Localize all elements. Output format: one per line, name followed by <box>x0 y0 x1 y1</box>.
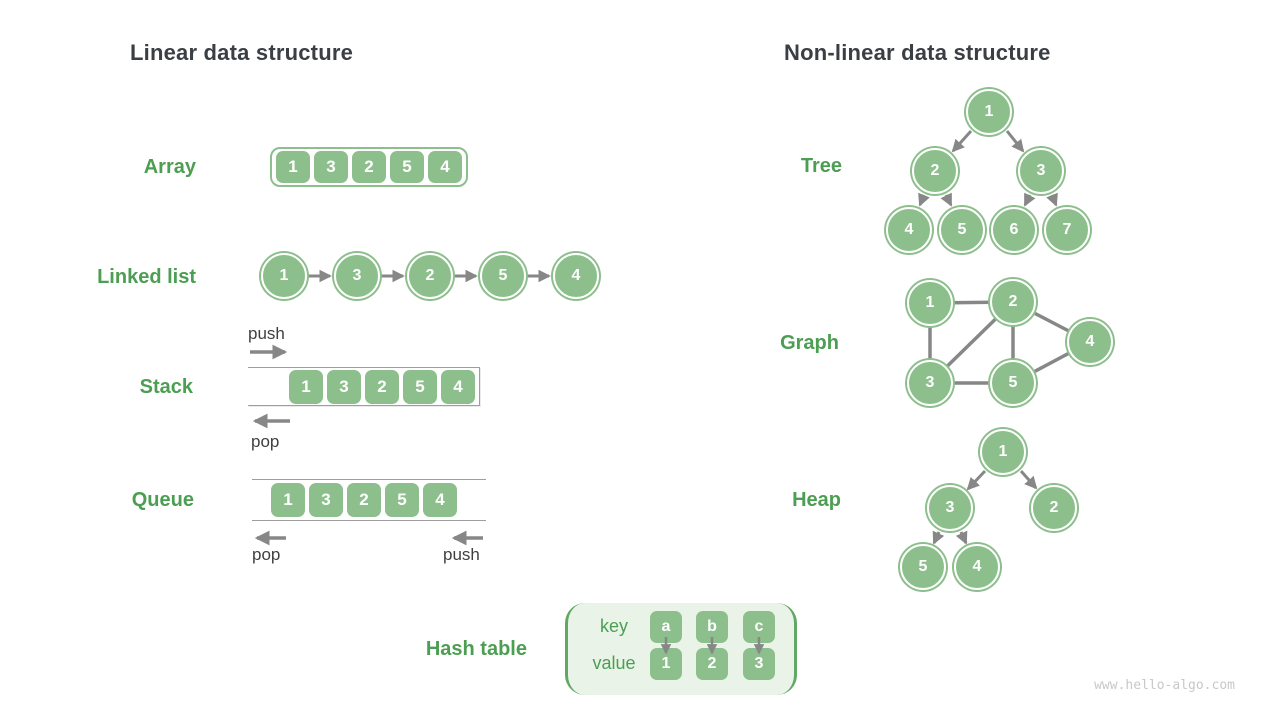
hash-key-cell: b <box>696 611 728 643</box>
queue-pop-label: pop <box>252 545 281 564</box>
array-cell: 2 <box>352 151 386 183</box>
stack-cell: 4 <box>441 369 475 404</box>
queue-cell: 2 <box>347 483 381 517</box>
queue-cell: 1 <box>271 483 305 517</box>
stack-op-arrows <box>250 344 290 429</box>
hash-key-cell: c <box>743 611 775 643</box>
heap-node: 3 <box>927 485 973 531</box>
watermark: www.hello-algo.com <box>1094 678 1235 693</box>
linked-list-node: 3 <box>334 253 380 299</box>
array-cell: 5 <box>390 151 424 183</box>
stack-container: 1 3 2 5 4 <box>248 367 480 406</box>
array-cell: 3 <box>314 151 348 183</box>
tree-node: 3 <box>1018 148 1064 194</box>
graph-label: Graph <box>780 332 839 354</box>
queue-cell: 3 <box>309 483 343 517</box>
hash-value-cell: 2 <box>696 648 728 680</box>
array-cell: 4 <box>428 151 462 183</box>
heap-node: 5 <box>900 544 946 590</box>
linked-list-label: Linked list <box>97 266 196 288</box>
stack-cell: 2 <box>365 369 399 404</box>
heap-edges <box>932 469 1038 545</box>
queue-container: 1 3 2 5 4 <box>252 479 486 521</box>
tree-node: 6 <box>991 207 1037 253</box>
tree-node: 5 <box>939 207 985 253</box>
graph-node: 1 <box>907 280 953 326</box>
tree-node: 4 <box>886 207 932 253</box>
array-label: Array <box>143 156 196 178</box>
nonlinear-title: Non-linear data structure <box>784 40 1051 65</box>
stack-cell: 1 <box>289 369 323 404</box>
tree-node: 2 <box>912 148 958 194</box>
queue-label: Queue <box>131 489 194 511</box>
stack-push-label: push <box>248 324 285 343</box>
linked-list-node: 5 <box>480 253 526 299</box>
stack-pop-label: pop <box>251 432 280 451</box>
tree-edges <box>918 129 1058 207</box>
heap-node: 2 <box>1031 485 1077 531</box>
queue-cell: 5 <box>385 483 419 517</box>
linked-list-node: 2 <box>407 253 453 299</box>
stack-cell: 3 <box>327 369 361 404</box>
linked-list-node: 4 <box>553 253 599 299</box>
linked-list-node: 1 <box>261 253 307 299</box>
stack-cell: 5 <box>403 369 437 404</box>
heap-node: 1 <box>980 429 1026 475</box>
heap-label: Heap <box>792 489 841 511</box>
tree-node: 7 <box>1044 207 1090 253</box>
graph-node: 3 <box>907 360 953 406</box>
hash-table-label: Hash table <box>425 638 527 660</box>
hash-value-cell: 3 <box>743 648 775 680</box>
hash-key-header: key <box>599 616 628 636</box>
hash-value-header: value <box>592 653 636 673</box>
heap-node: 4 <box>954 544 1000 590</box>
stack-label: Stack <box>139 376 193 398</box>
queue-push-label: push <box>443 545 480 564</box>
array-container: 1 3 2 5 4 <box>270 147 468 187</box>
graph-node: 4 <box>1067 319 1113 365</box>
queue-cell: 4 <box>423 483 457 517</box>
tree-node: 1 <box>966 89 1012 135</box>
linear-title: Linear data structure <box>130 40 354 65</box>
tree-label: Tree <box>800 155 842 177</box>
graph-node: 2 <box>990 279 1036 325</box>
array-cell: 1 <box>276 151 310 183</box>
hash-value-cell: 1 <box>650 648 682 680</box>
hash-key-cell: a <box>650 611 682 643</box>
graph-node: 5 <box>990 360 1036 406</box>
